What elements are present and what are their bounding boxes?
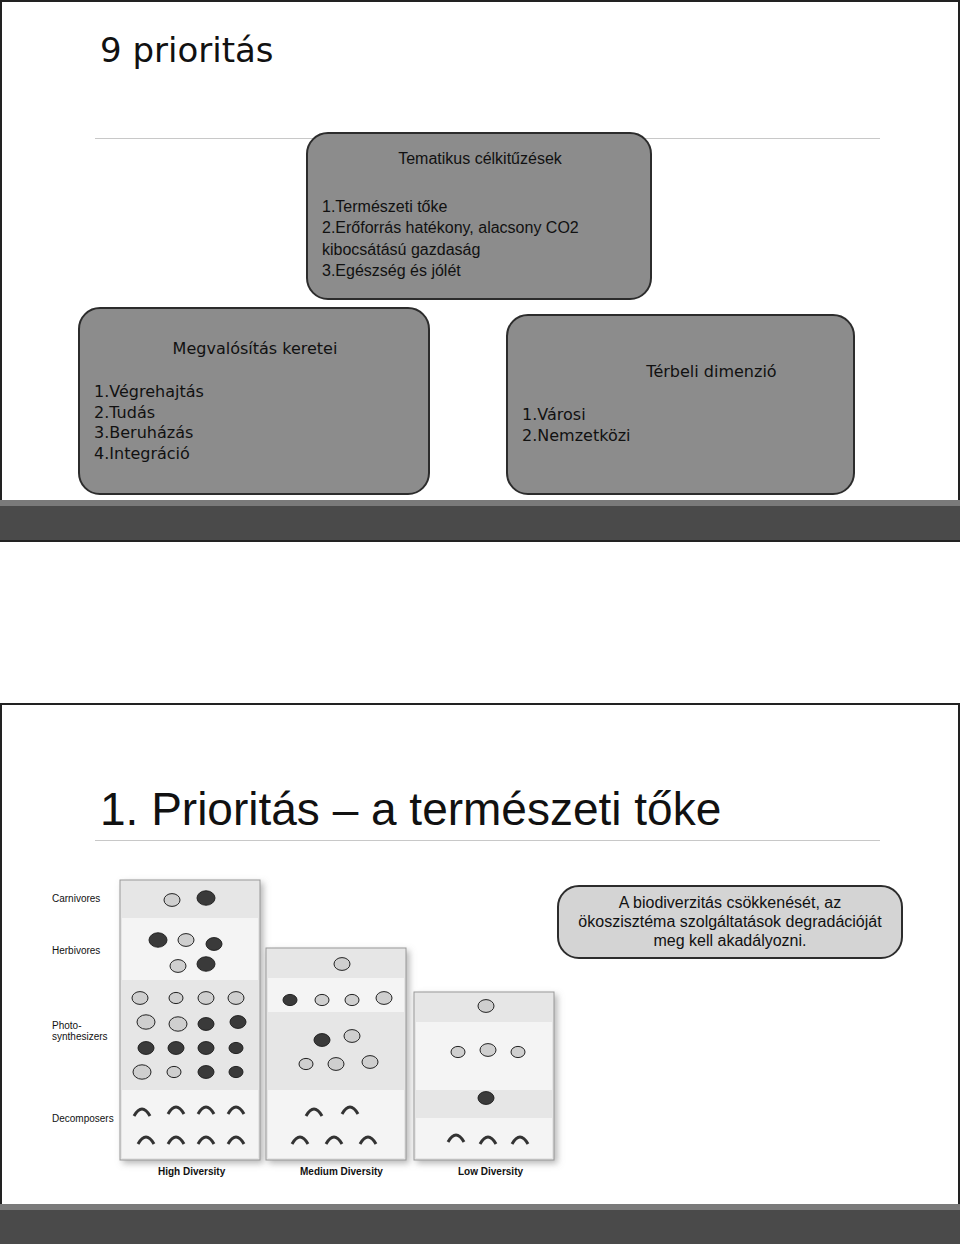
callout-box: A biodiverzitás csökkenését, az ökoszisz… [557, 885, 903, 959]
slide-bar [0, 1204, 960, 1244]
group-box: Megvalósítás keretei 1.Végrehajtás2.Tudás… [78, 307, 430, 495]
list-item: 3.Beruházás [94, 423, 416, 444]
panel-caption: Medium Diversity [300, 1166, 383, 1177]
list-item: 2.Erőforrás hatékony, alacsony CO2 kiboc… [322, 217, 638, 260]
list-item: 2.Tudás [94, 403, 416, 424]
box-heading: A biodiverzitás csökkenését, az ökoszisz… [569, 893, 891, 951]
slide-bar-highlight [0, 500, 960, 506]
slide-bar-highlight [0, 1204, 960, 1210]
panel-caption: Low Diversity [458, 1166, 523, 1177]
slide-title: 9 prioritás [100, 30, 274, 70]
box-heading: Térbeli dimenzió [522, 362, 841, 383]
trophic-label: Herbivores [52, 945, 100, 956]
box-heading: Tematikus célkitűzések [322, 148, 638, 170]
trophic-label: Decomposers [52, 1113, 114, 1124]
box-heading: Megvalósítás keretei [94, 339, 416, 360]
list-item: 1.Városi [522, 405, 841, 426]
trophic-label: Carnivores [52, 893, 100, 904]
group-box: Térbeli dimenzió 1.Városi2.Nemzetközi [506, 314, 855, 495]
list-item: 1.Természeti tőke [322, 196, 638, 218]
list-item: 2.Nemzetközi [522, 426, 841, 447]
group-box: Tematikus célkitűzések 1.Természeti tőke2… [306, 132, 652, 300]
title-rule [95, 840, 880, 841]
list-item: 4.Integráció [94, 444, 416, 465]
trophic-label: Photo-synthesizers [52, 1020, 114, 1042]
slide-bar [0, 500, 960, 540]
list-item: 1.Végrehajtás [94, 382, 416, 403]
panel-caption: High Diversity [158, 1166, 225, 1177]
list-item: 3.Egészség és jólét [322, 260, 638, 282]
slide-title: 1. Prioritás – a természeti tőke [100, 782, 721, 836]
